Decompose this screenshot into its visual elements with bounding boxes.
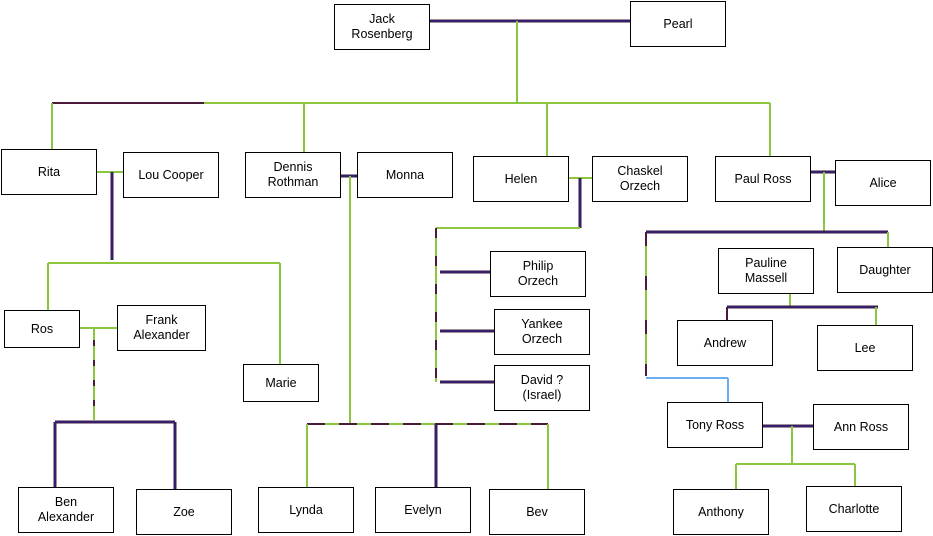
person-pearl: Pearl: [630, 1, 726, 47]
person-paul-ross: Paul Ross: [715, 156, 811, 202]
person-marie: Marie: [243, 364, 319, 402]
person-ben-alexander: Ben Alexander: [18, 487, 114, 533]
person-yankee-orzech: Yankee Orzech: [494, 309, 590, 355]
person-bev: Bev: [489, 489, 585, 535]
person-zoe: Zoe: [136, 489, 232, 535]
person-dennis-rothman: Dennis Rothman: [245, 152, 341, 198]
person-charlotte: Charlotte: [806, 486, 902, 532]
person-tony-ross: Tony Ross: [667, 402, 763, 448]
person-helen: Helen: [473, 156, 569, 202]
person-lynda: Lynda: [258, 487, 354, 533]
person-pauline-massell: Pauline Massell: [718, 248, 814, 294]
person-jack-rosenberg: Jack Rosenberg: [334, 4, 430, 50]
person-andrew: Andrew: [677, 320, 773, 366]
person-philip-orzech: Philip Orzech: [490, 251, 586, 297]
person-frank-alexander: Frank Alexander: [117, 305, 206, 351]
person-alice: Alice: [835, 160, 931, 206]
person-lou-cooper: Lou Cooper: [123, 152, 219, 198]
person-chaskel-orzech: Chaskel Orzech: [592, 156, 688, 202]
person-lee: Lee: [817, 325, 913, 371]
person-monna: Monna: [357, 152, 453, 198]
person-ros: Ros: [4, 310, 80, 348]
person-anthony: Anthony: [673, 489, 769, 535]
person-evelyn: Evelyn: [375, 487, 471, 533]
person-rita: Rita: [1, 149, 97, 195]
person-ann-ross: Ann Ross: [813, 404, 909, 450]
person-daughter: Daughter: [837, 247, 933, 293]
person-david-israel: David ? (Israel): [494, 365, 590, 411]
